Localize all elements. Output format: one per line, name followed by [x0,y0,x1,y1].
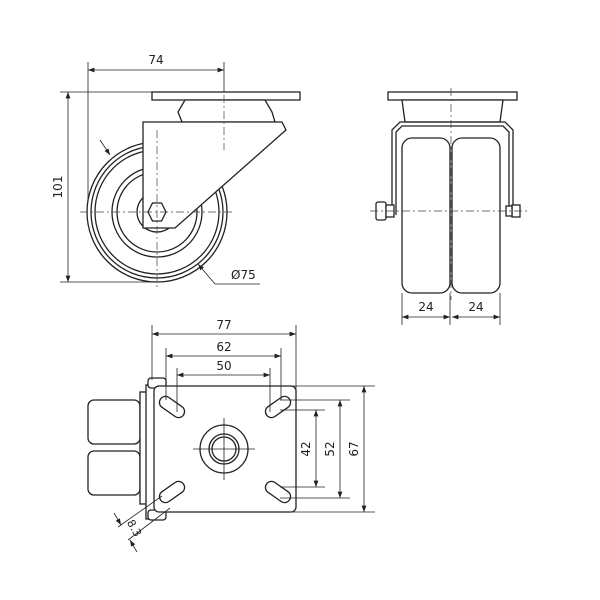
dim-diameter: Ø75 [231,268,256,282]
wheel-top-2 [87,450,141,496]
kingpin-hub [193,418,255,480]
wheel-right [451,137,501,294]
dim-77: 77 [216,318,231,332]
swivel-head [177,99,276,123]
top-view: 77 62 50 42 52 67 8.3 [87,318,375,553]
wheel-left [401,137,451,294]
dim-42: 42 [299,441,313,456]
swivel-head [401,99,504,123]
wheel-top-1 [87,399,141,445]
dim-52: 52 [323,441,337,456]
mounting-plate [151,91,301,101]
front-view: 24 24 [370,88,530,325]
side-view: 74 101 Ø75 [51,53,301,290]
dim-24-left: 24 [418,300,433,314]
dim-67: 67 [347,441,361,456]
dim-62: 62 [216,340,231,354]
dim-50: 50 [216,359,231,373]
dim-101: 101 [51,176,65,199]
dim-74: 74 [148,53,163,67]
fork [391,121,514,215]
fork-bracket [142,121,287,229]
mounting-plate [387,91,518,101]
dim-24-right: 24 [468,300,483,314]
